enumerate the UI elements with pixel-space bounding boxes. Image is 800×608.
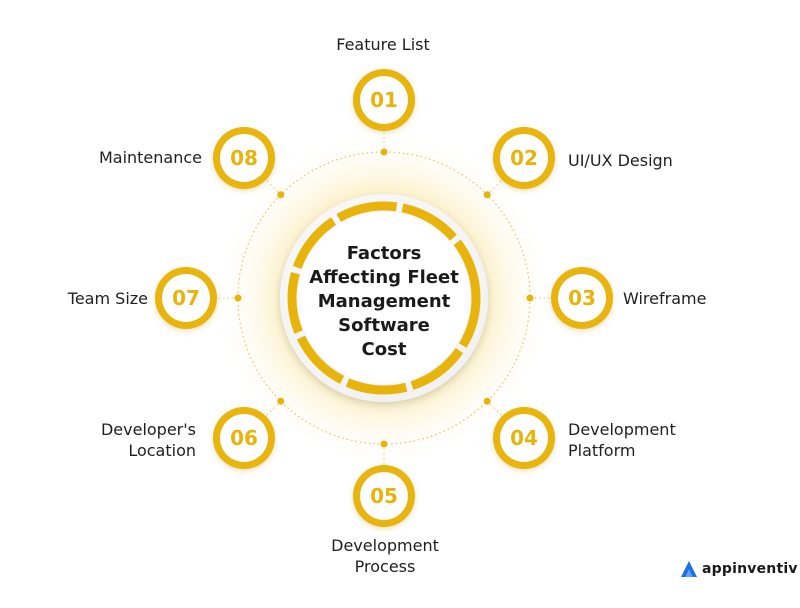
appinventiv-logo-icon <box>681 561 697 577</box>
center-title-line: Software <box>338 315 430 336</box>
factor-label-maintenance: Maintenance <box>98 148 202 167</box>
orbit-dot <box>234 294 242 302</box>
brand-name: appinventiv <box>702 561 798 577</box>
orbit-dot <box>380 440 388 448</box>
node-02-face <box>500 133 549 182</box>
node-04-face <box>500 414 549 463</box>
node-08-face <box>219 133 268 182</box>
orbit-dot <box>483 191 491 199</box>
center-title: Factors Affecting Fleet Management Softw… <box>304 242 464 362</box>
factor-label-line: Process <box>354 557 416 576</box>
node-03-face <box>558 274 606 322</box>
node-number: 03 <box>568 286 596 310</box>
factor-label-line: Development <box>331 536 439 555</box>
factor-label-ui-ux-design: UI/UX Design <box>568 151 673 170</box>
factor-label-developers-location: Developer's Location <box>60 419 196 461</box>
factor-nodes: 01 02 03 04 05 06 07 08 <box>155 69 613 527</box>
factor-label-team-size: Team Size <box>67 289 148 308</box>
orbit-dot <box>277 397 285 405</box>
node-number: 02 <box>510 146 538 170</box>
center-title-line: Affecting Fleet <box>309 267 459 288</box>
node-05-face <box>360 472 408 520</box>
factor-label-wireframe: Wireframe <box>623 289 707 308</box>
node-number: 08 <box>230 146 258 170</box>
factor-label-line: Development <box>568 420 676 439</box>
factor-label-feature-list: Feature List <box>336 35 430 54</box>
node-number: 06 <box>230 426 258 450</box>
node-number: 01 <box>370 88 398 112</box>
node-number: 04 <box>510 426 538 450</box>
orbit-dot <box>526 294 534 302</box>
center-title-line: Factors <box>346 243 422 264</box>
center-title-line: Management <box>317 291 451 312</box>
orbit-dot <box>277 191 285 199</box>
orbit-dot <box>483 397 491 405</box>
orbit-dot <box>380 148 388 156</box>
factor-label-line: Platform <box>568 441 636 460</box>
factor-label-line: Location <box>128 441 196 460</box>
brand-logo: appinventiv <box>680 560 798 578</box>
factor-label-line: Developer's <box>100 420 196 439</box>
node-number: 05 <box>370 484 398 508</box>
node-01-face <box>360 76 408 124</box>
node-number: 07 <box>172 286 200 310</box>
factor-label-development-process: Development Process <box>318 535 452 577</box>
center-segmented-ring <box>287 201 481 395</box>
node-07-face <box>162 274 210 322</box>
node-06-face <box>219 414 268 463</box>
center-title-line: Cost <box>361 339 407 360</box>
center-inner <box>298 212 470 384</box>
factor-label-development-platform: Development Platform <box>568 419 676 461</box>
